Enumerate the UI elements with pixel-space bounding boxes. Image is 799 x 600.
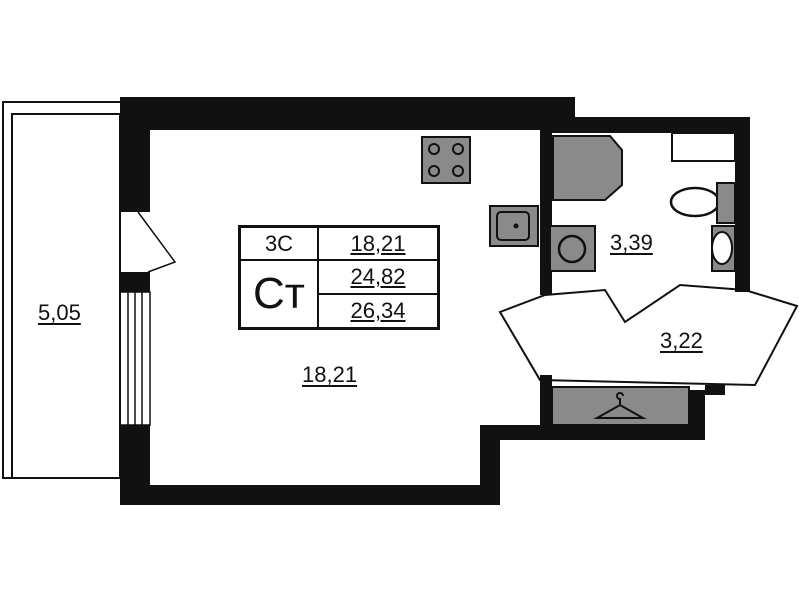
- bathroom-shelf: [671, 132, 736, 162]
- total-with-balcony-value: 26,34: [318, 294, 438, 328]
- window: [119, 291, 151, 426]
- hallway-outline: [498, 283, 799, 387]
- living-area-label: 18,21: [302, 362, 358, 387]
- wardrobe-hanger-icon: [551, 386, 690, 426]
- summary-table: 3С 18,21 Ст 24,82 26,34: [238, 225, 440, 330]
- apartment-type: Ст: [240, 260, 318, 328]
- stove-icon: [421, 136, 471, 184]
- hallway-area-label: 3,22: [660, 328, 703, 353]
- shower-tray-icon: [552, 135, 623, 201]
- room-code: 3С: [240, 227, 318, 260]
- kitchen-sink-icon: [489, 205, 539, 247]
- balcony-area-label: 5,05: [38, 300, 81, 325]
- bathroom-sink-icon: [711, 225, 736, 272]
- washing-machine-icon: [549, 225, 596, 272]
- walls: [120, 97, 750, 505]
- entrance-door: [137, 211, 177, 273]
- living-value: 18,21: [318, 227, 438, 260]
- bathroom-area-label: 3,39: [610, 230, 653, 255]
- total-value: 24,82: [318, 260, 438, 294]
- toilet-icon: [669, 182, 736, 224]
- balcony: [2, 101, 121, 479]
